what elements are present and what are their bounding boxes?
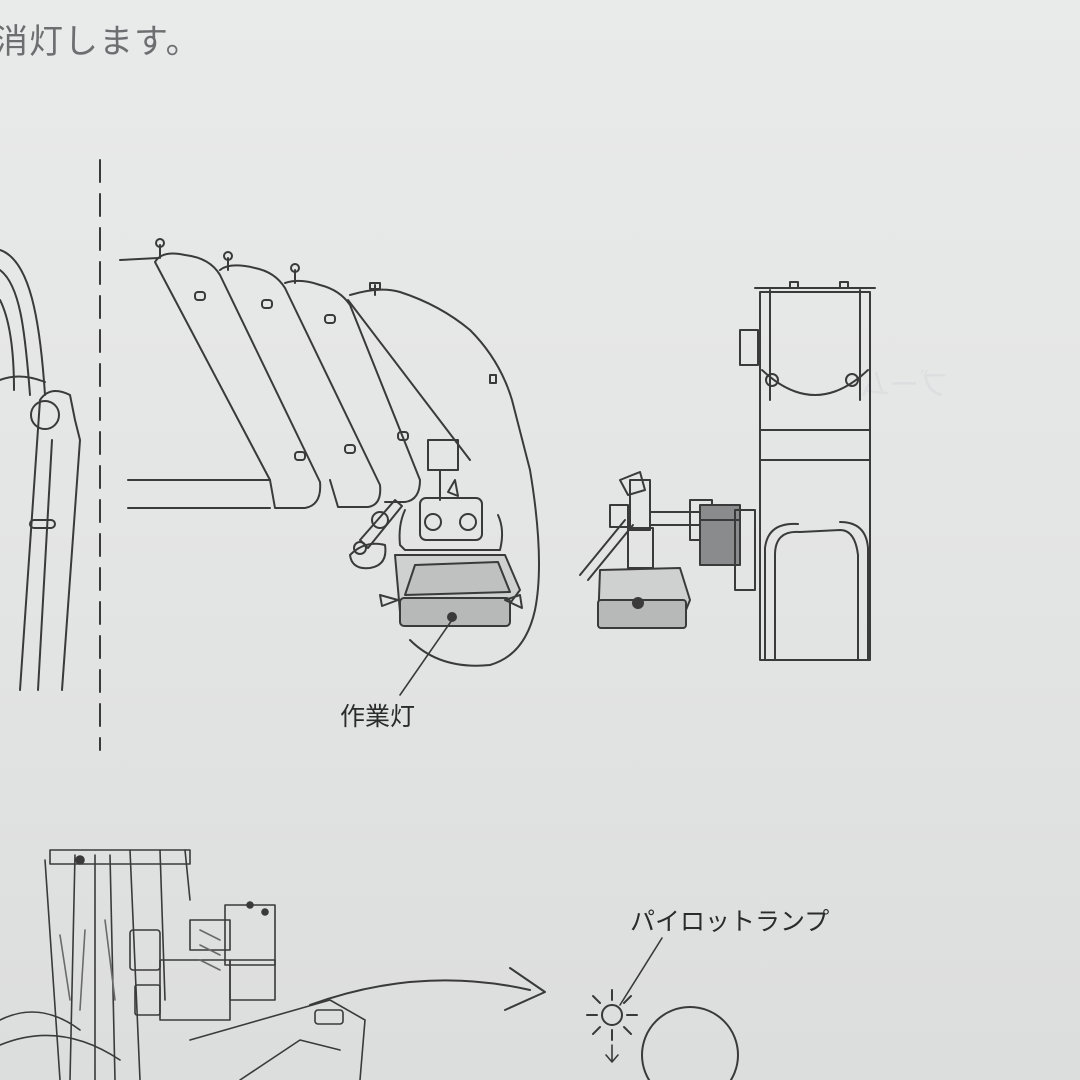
machine-detail-bottom xyxy=(0,849,366,1080)
work-light-front-view xyxy=(579,471,756,629)
boom-sections xyxy=(119,238,540,667)
boom-end-view xyxy=(739,281,876,661)
work-light-leader xyxy=(399,619,453,696)
header-text: 消灯します。 xyxy=(0,22,201,62)
work-light-label: 作業灯 xyxy=(340,702,416,731)
pilot-lamp-icon xyxy=(586,989,739,1080)
pilot-lamp-leader xyxy=(619,937,663,1006)
work-light-assembly-left xyxy=(349,439,523,627)
pilot-lamp-label: パイロットランプ xyxy=(630,907,830,936)
callout-arrow xyxy=(309,967,546,1011)
left-crane-body xyxy=(0,249,81,691)
